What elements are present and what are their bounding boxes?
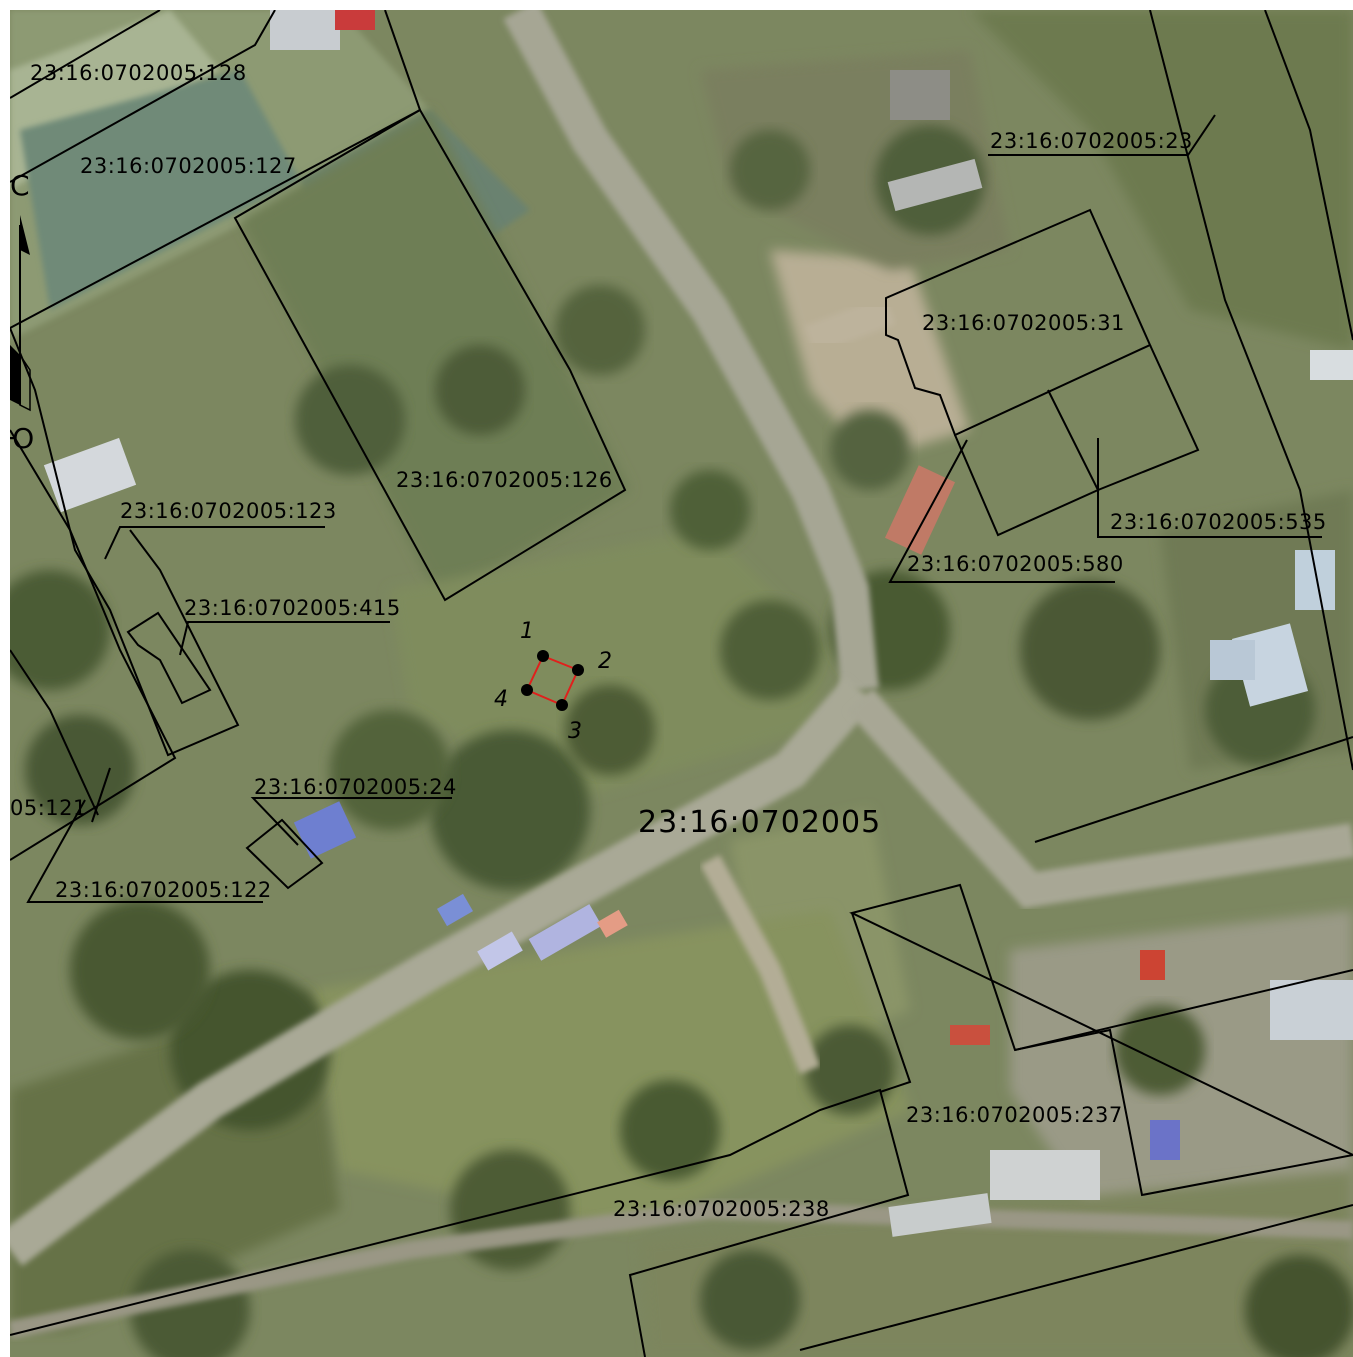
parcel-label[interactable]: 23:16:0702005:122 [55,878,272,902]
vertex-2[interactable] [572,664,584,676]
vertex-label-2: 2 [598,649,612,674]
parcel-label[interactable]: 23:16:0702005:126 [396,468,613,492]
parcel-label[interactable]: 23:16:0702005:128 [30,61,247,85]
satellite-map[interactable]: 1 2 3 4 23:16:0702005:128 23:16:0702005:… [10,10,1353,1357]
north-arrow-head [20,215,30,255]
parcel-label[interactable]: 23:16:0702005:238 [613,1197,830,1221]
parcel-label[interactable]: 23:16:0702005:31 [922,311,1125,335]
cadastral-overlay: 1 2 3 4 23:16:0702005:128 23:16:0702005:… [10,10,1353,1357]
parcel-label[interactable]: 23:16:0702005:123 [120,499,337,523]
vertex-4[interactable] [521,684,533,696]
parcel-label[interactable]: 23:16:0702005:580 [907,552,1124,576]
vertex-label-3: 3 [568,719,582,744]
parcel-label[interactable]: 23:16:0702005:23 [990,129,1193,153]
target-parcel[interactable]: 1 2 3 4 [494,619,612,744]
parcel-label[interactable]: 23:16:0702005:127 [80,154,297,178]
vertex-3[interactable] [556,699,568,711]
south-label: Ю [10,422,34,455]
block-label: 23:16:0702005 [638,805,881,840]
parcel-label[interactable]: 05:121 [10,796,87,820]
vertex-label-1: 1 [520,619,534,644]
south-arrow-tail [10,345,20,405]
parcel-boundaries [10,10,1353,1357]
parcel-label[interactable]: 23:16:0702005:415 [184,596,401,620]
north-label: С [10,169,30,202]
parcel-label[interactable]: 23:16:0702005:237 [906,1103,1123,1127]
vertex-1[interactable] [537,650,549,662]
north-arrow: С Ю [10,169,34,455]
parcel-label[interactable]: 23:16:0702005:535 [1110,510,1327,534]
parcel-label[interactable]: 23:16:0702005:24 [254,775,457,799]
imagery-layer [10,10,1353,1357]
parcel-labels: 23:16:0702005:128 23:16:0702005:127 23:1… [10,61,1327,1221]
vertex-label-4: 4 [494,687,508,712]
